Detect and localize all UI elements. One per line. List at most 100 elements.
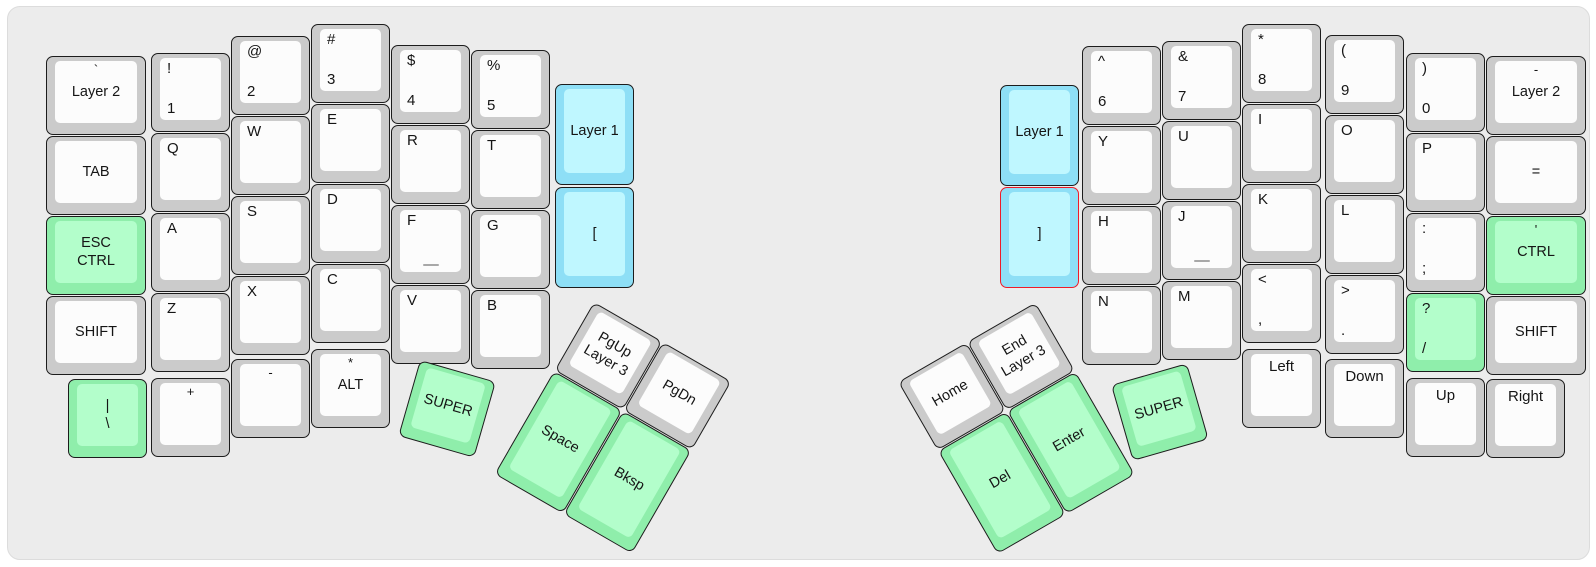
- key-d[interactable]: D: [311, 184, 390, 263]
- key-j[interactable]: J: [1162, 201, 1241, 280]
- key-label: =: [1531, 164, 1541, 180]
- key-h[interactable]: H: [1082, 206, 1161, 285]
- key-arrow-left[interactable]: Left: [1242, 349, 1321, 428]
- key-shift-left[interactable]: SHIFT: [46, 296, 146, 375]
- key-equals[interactable]: =: [1486, 136, 1586, 215]
- key-v[interactable]: V: [391, 285, 470, 364]
- homing-bump-indicator: [422, 264, 439, 266]
- key-t[interactable]: T: [471, 130, 550, 209]
- keycap-face: =: [1495, 141, 1577, 203]
- key-at-2[interactable]: @2: [231, 36, 310, 115]
- key-star-alt[interactable]: *ALT: [311, 349, 390, 428]
- key-f[interactable]: F: [391, 205, 470, 284]
- key-label: 4: [407, 92, 416, 109]
- keycap-face: :;: [1415, 218, 1476, 280]
- key-super-left[interactable]: SUPER: [398, 360, 496, 458]
- key-label: D: [327, 191, 338, 208]
- key-q[interactable]: Q: [151, 133, 230, 212]
- keycap-face: `Layer 2: [55, 61, 137, 123]
- key-question-slash[interactable]: ?/: [1406, 293, 1485, 372]
- key-label: SUPER: [1132, 394, 1186, 424]
- keycap-face: Q: [160, 138, 221, 200]
- keycap-face: >.: [1334, 280, 1395, 342]
- key-label: V: [407, 292, 418, 309]
- keycap-face: Layer 1: [564, 89, 625, 173]
- key-plus[interactable]: +: [151, 378, 230, 457]
- key-arrow-up[interactable]: Up: [1406, 378, 1485, 457]
- key-p[interactable]: P: [1406, 133, 1485, 212]
- key-u[interactable]: U: [1162, 121, 1241, 200]
- key-exclam-1[interactable]: !1: [151, 53, 230, 132]
- key-label: $: [407, 52, 416, 69]
- keycap-face: !1: [160, 58, 221, 120]
- keycap-face: *ALT: [320, 354, 381, 416]
- key-arrow-down[interactable]: Down: [1325, 359, 1404, 438]
- key-e[interactable]: E: [311, 104, 390, 183]
- keycap-face: W: [240, 121, 301, 183]
- key-right-bracket[interactable]: ]: [1000, 187, 1079, 288]
- key-tab[interactable]: TAB: [46, 136, 146, 215]
- key-label: [: [592, 226, 597, 242]
- key-a[interactable]: A: [151, 213, 230, 292]
- key-greater-period[interactable]: >.: [1325, 275, 1404, 354]
- key-quote-ctrl[interactable]: 'CTRL: [1486, 216, 1586, 295]
- key-m[interactable]: M: [1162, 281, 1241, 360]
- key-paren-9[interactable]: (9: [1325, 35, 1404, 114]
- key-n[interactable]: N: [1082, 286, 1161, 365]
- key-label: Layer 1: [1015, 124, 1064, 140]
- key-r[interactable]: R: [391, 125, 470, 204]
- key-k[interactable]: K: [1242, 184, 1321, 263]
- key-amp-7[interactable]: &7: [1162, 41, 1241, 120]
- key-grave-layer2[interactable]: `Layer 2: [46, 56, 146, 135]
- key-shift-right[interactable]: SHIFT: [1486, 296, 1586, 375]
- keycap-face: K: [1251, 189, 1312, 251]
- key-x[interactable]: X: [231, 276, 310, 355]
- key-caret-6[interactable]: ^6: [1082, 46, 1161, 125]
- key-label: E: [327, 111, 338, 128]
- key-w[interactable]: W: [231, 116, 310, 195]
- key-c[interactable]: C: [311, 264, 390, 343]
- key-star-8[interactable]: *8: [1242, 24, 1321, 103]
- keycap-face: Z: [160, 298, 221, 360]
- key-label: ): [1422, 60, 1427, 77]
- key-y[interactable]: Y: [1082, 126, 1161, 205]
- key-layer1-left[interactable]: Layer 1: [555, 84, 634, 185]
- key-s[interactable]: S: [231, 196, 310, 275]
- key-minus-layer2[interactable]: -Layer 2: [1486, 56, 1586, 135]
- key-less-comma[interactable]: <,: [1242, 264, 1321, 343]
- key-g[interactable]: G: [471, 210, 550, 289]
- key-label: W: [247, 123, 262, 140]
- key-label: (: [1341, 42, 1346, 59]
- keycap-face: Right: [1495, 384, 1556, 446]
- key-label: N: [1098, 293, 1109, 310]
- key-z[interactable]: Z: [151, 293, 230, 372]
- key-arrow-right[interactable]: Right: [1486, 379, 1565, 458]
- key-label: @: [247, 43, 263, 60]
- keycap-face: B: [480, 295, 541, 357]
- keycap-face: +: [160, 383, 221, 445]
- keycap-face: T: [480, 135, 541, 197]
- key-label: M: [1178, 288, 1191, 305]
- key-pipe-backslash[interactable]: |\: [68, 379, 147, 458]
- key-label: .: [1341, 322, 1346, 339]
- key-o[interactable]: O: [1325, 115, 1404, 194]
- key-super-right[interactable]: SUPER: [1111, 363, 1209, 461]
- key-percent-5[interactable]: %5: [471, 50, 550, 129]
- key-b[interactable]: B: [471, 290, 550, 369]
- key-label: K: [1258, 191, 1269, 208]
- keycap-face: C: [320, 269, 381, 331]
- key-dollar-4[interactable]: $4: [391, 45, 470, 124]
- key-i[interactable]: I: [1242, 104, 1321, 183]
- key-hash-3[interactable]: #3: [311, 24, 390, 103]
- key-layer1-right[interactable]: Layer 1: [1000, 85, 1079, 186]
- key-minus[interactable]: -: [231, 359, 310, 438]
- keycap-face: O: [1334, 120, 1395, 182]
- key-l[interactable]: L: [1325, 195, 1404, 274]
- key-left-bracket[interactable]: [: [555, 187, 634, 288]
- key-colon-semicolon[interactable]: :;: [1406, 213, 1485, 292]
- key-paren-0[interactable]: )0: [1406, 53, 1485, 132]
- keycap-face: D: [320, 189, 381, 251]
